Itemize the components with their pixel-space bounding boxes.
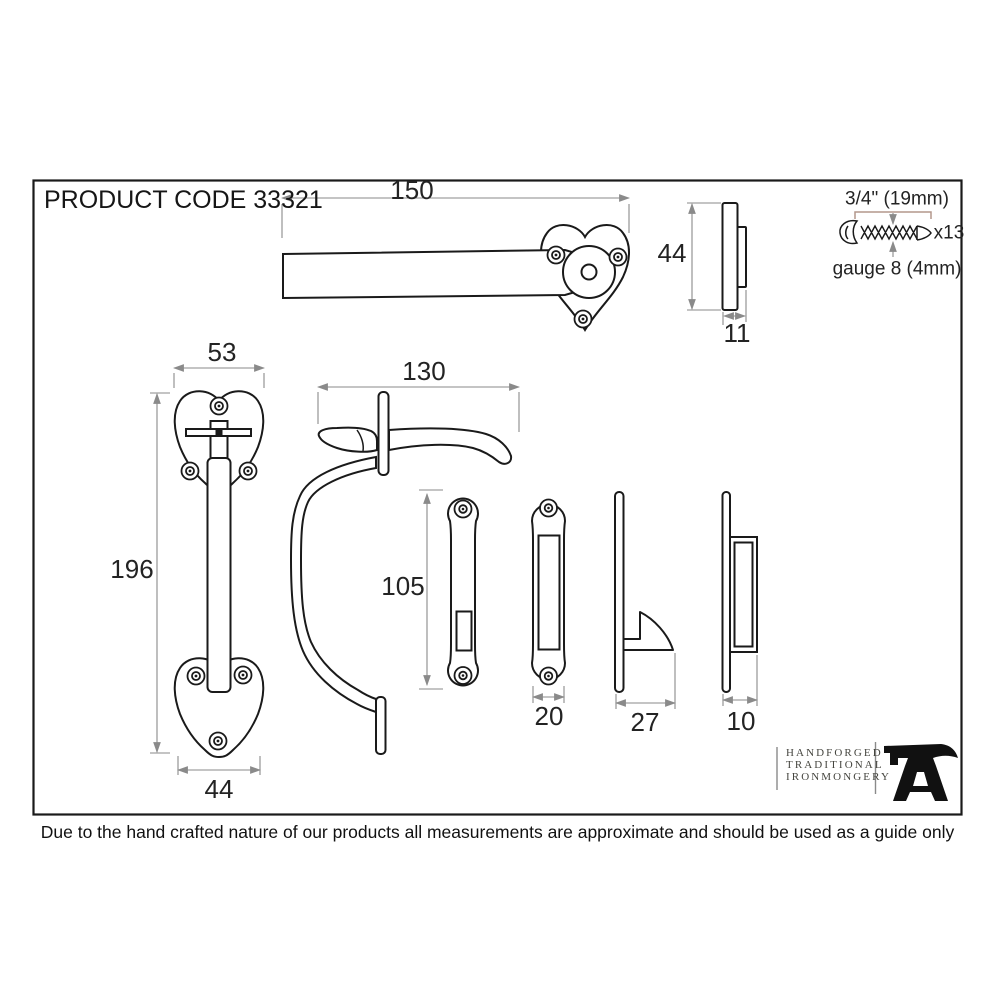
keep-plate-front-view bbox=[530, 498, 567, 686]
brand-text: HANDFORGED TRADITIONAL IRONMONGERY bbox=[786, 747, 891, 783]
product-code: PRODUCT CODE 33321 bbox=[44, 186, 323, 214]
thumb-latch-side-view bbox=[289, 391, 513, 755]
dim-latch-lever-length: 150 bbox=[390, 175, 434, 205]
dim-latch-plate-depth: 11 bbox=[723, 318, 751, 348]
lever-bar bbox=[282, 248, 590, 300]
screw-icon bbox=[573, 309, 593, 329]
pivot-hole bbox=[580, 263, 598, 281]
catch-side-view bbox=[614, 491, 674, 693]
brand-line-2: TRADITIONAL bbox=[786, 759, 884, 771]
dimension-lines bbox=[150, 194, 759, 775]
latch-spindle-plate-bottom bbox=[375, 696, 387, 755]
dim-pull-top-plate-width: 53 bbox=[207, 337, 237, 367]
disclaimer-text: Due to the hand crafted nature of our pr… bbox=[40, 822, 955, 842]
pull-handle-front-view bbox=[173, 390, 265, 758]
brand-line-3: IRONMONGERY bbox=[786, 771, 891, 783]
drawing-border bbox=[32, 179, 963, 816]
dim-keep-depth: 10 bbox=[726, 706, 756, 736]
brand-line-1: HANDFORGED bbox=[786, 747, 883, 759]
screw-gauge-label: gauge 8 (4mm) bbox=[832, 258, 962, 280]
keep-slot bbox=[537, 534, 561, 651]
screw-length-bracket bbox=[854, 211, 932, 219]
latch-lever-top-view bbox=[282, 224, 630, 332]
dim-pull-overall-height: 196 bbox=[110, 554, 154, 584]
thumb-press-pad bbox=[317, 426, 378, 453]
screw-head bbox=[839, 219, 859, 245]
screw-quantity-label: x13 bbox=[933, 222, 965, 244]
dim-pull-bottom-plate-width: 44 bbox=[204, 774, 234, 804]
screw-spec-icon bbox=[839, 211, 932, 257]
catch-fin bbox=[622, 611, 674, 651]
dim-latch-plate-height: 44 bbox=[657, 238, 687, 268]
screw-length-label: 3/4" (19mm) bbox=[845, 188, 949, 210]
latch-spindle-plate-top bbox=[377, 391, 390, 476]
bow-handle bbox=[289, 455, 377, 714]
screw-icon bbox=[608, 247, 628, 267]
thumb-lever bbox=[388, 427, 513, 465]
dim-thumb-latch-depth: 130 bbox=[402, 356, 446, 386]
keep-box-inner bbox=[733, 541, 754, 648]
screw-tip bbox=[916, 225, 932, 241]
dim-keep-plate-width: 20 bbox=[534, 701, 564, 731]
dim-catch-plate-depth: 27 bbox=[630, 707, 660, 737]
screw-icon bbox=[546, 245, 566, 265]
anvil-logo-icon bbox=[884, 744, 958, 801]
dim-keep-plate-height: 105 bbox=[381, 571, 425, 601]
brand-block bbox=[776, 742, 958, 801]
lever-pivot bbox=[215, 428, 223, 437]
keep-side-view bbox=[721, 491, 758, 693]
pull-grip bbox=[206, 457, 232, 693]
heart-plate-side-view bbox=[721, 202, 747, 311]
latch-slot bbox=[455, 610, 473, 652]
pull-neck bbox=[209, 420, 229, 462]
screw-thread bbox=[860, 224, 918, 241]
latch-plate-front-view bbox=[447, 497, 479, 687]
